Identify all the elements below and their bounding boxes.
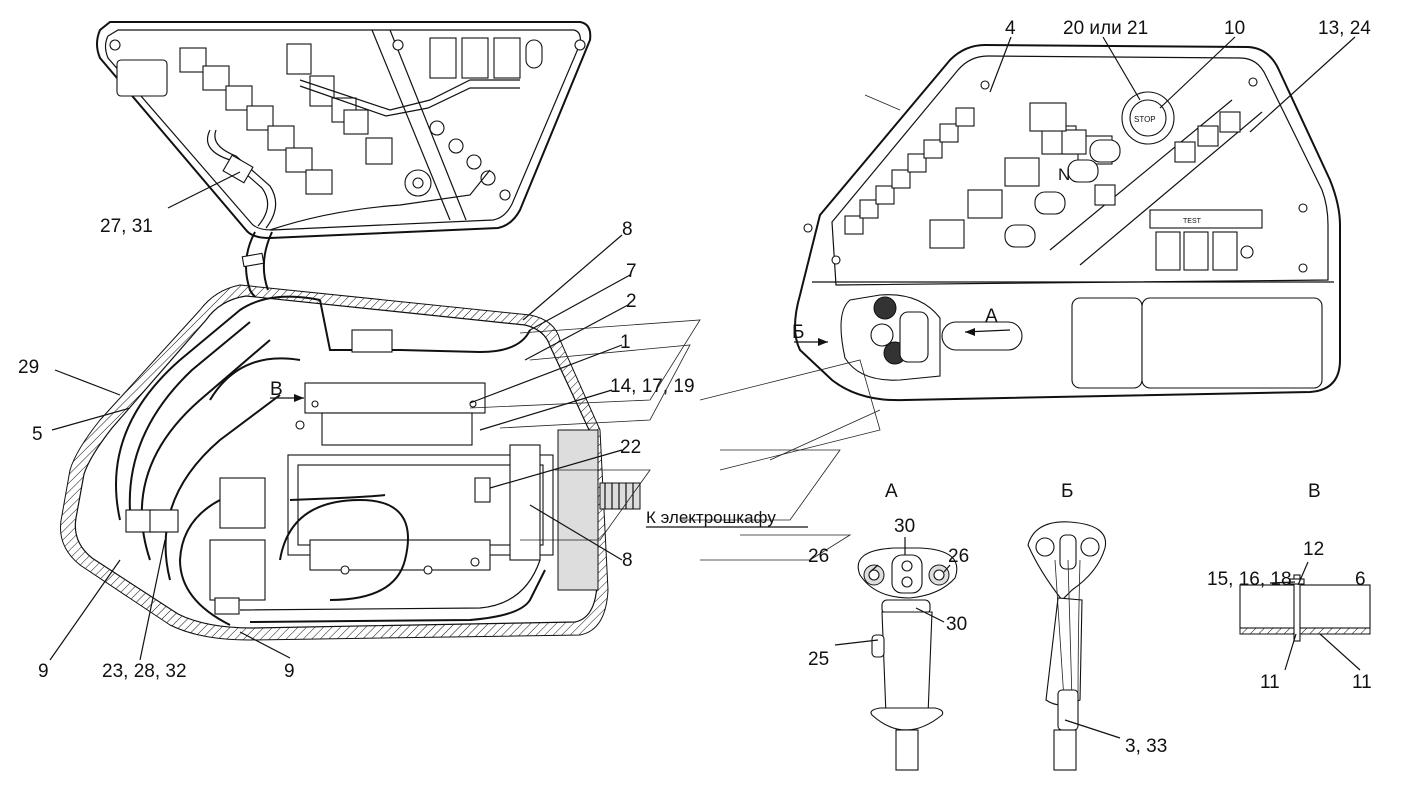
- ghost-bands: [469, 319, 881, 561]
- callout-13-24: 13, 24: [1318, 18, 1371, 39]
- callout-8-bottom: 8: [622, 550, 633, 571]
- callout-29: 29: [18, 357, 39, 378]
- callout-25: 25: [808, 649, 829, 670]
- callout-7: 7: [626, 261, 637, 282]
- callout-15-16-18: 15, 16, 18: [1207, 569, 1292, 590]
- control-panel-front: N STOP TEST: [794, 43, 1341, 402]
- callout-26-right: 26: [948, 546, 969, 567]
- callout-1: 1: [620, 332, 631, 353]
- callout-12: 12: [1303, 539, 1324, 560]
- callout-labels: 27, 31 8 7 2 1 14, 17, 19 22 8 29 5 9 23…: [18, 18, 1372, 757]
- view-v-title: В: [1308, 481, 1321, 502]
- callout-9-right: 9: [284, 661, 295, 682]
- callout-9-left: 9: [38, 661, 49, 682]
- marker-v: В: [270, 379, 283, 400]
- callout-8-top: 8: [622, 219, 633, 240]
- leader-lines: [49, 36, 1361, 739]
- panel-body-top-view: [60, 284, 641, 641]
- view-a-title: А: [885, 481, 898, 502]
- callout-6: 6: [1355, 569, 1366, 590]
- callout-3-33: 3, 33: [1125, 736, 1167, 757]
- marker-a: А: [985, 306, 998, 327]
- callout-30-top: 30: [894, 516, 915, 537]
- neutral-mark: N: [1058, 165, 1070, 184]
- to-cabinet-annotation: К электрошкафу: [646, 508, 776, 527]
- callout-26-left: 26: [808, 546, 829, 567]
- view-b-title: Б: [1061, 481, 1073, 502]
- callout-14-17-19: 14, 17, 19: [610, 376, 695, 397]
- panel-lid-rear-view: [96, 21, 592, 240]
- callout-22: 22: [620, 437, 641, 458]
- callout-11-right: 11: [1352, 672, 1372, 693]
- callout-27-31: 27, 31: [100, 216, 153, 237]
- callout-11-left: 11: [1260, 672, 1280, 693]
- marker-b: Б: [792, 322, 804, 343]
- view-b-joystick-rear: [1027, 521, 1107, 771]
- callout-30-bottom: 30: [946, 614, 967, 635]
- callout-23-28-32: 23, 28, 32: [102, 661, 187, 682]
- callout-20-or-21: 20 или 21: [1063, 18, 1148, 39]
- test-label: TEST: [1183, 218, 1202, 225]
- callout-4: 4: [1005, 18, 1016, 39]
- stop-button-text: STOP: [1134, 115, 1156, 124]
- callout-10: 10: [1224, 18, 1245, 39]
- view-v-mounting: [1239, 574, 1371, 642]
- view-a-joystick: [857, 547, 958, 771]
- callout-5: 5: [32, 424, 43, 445]
- callout-2: 2: [626, 291, 637, 312]
